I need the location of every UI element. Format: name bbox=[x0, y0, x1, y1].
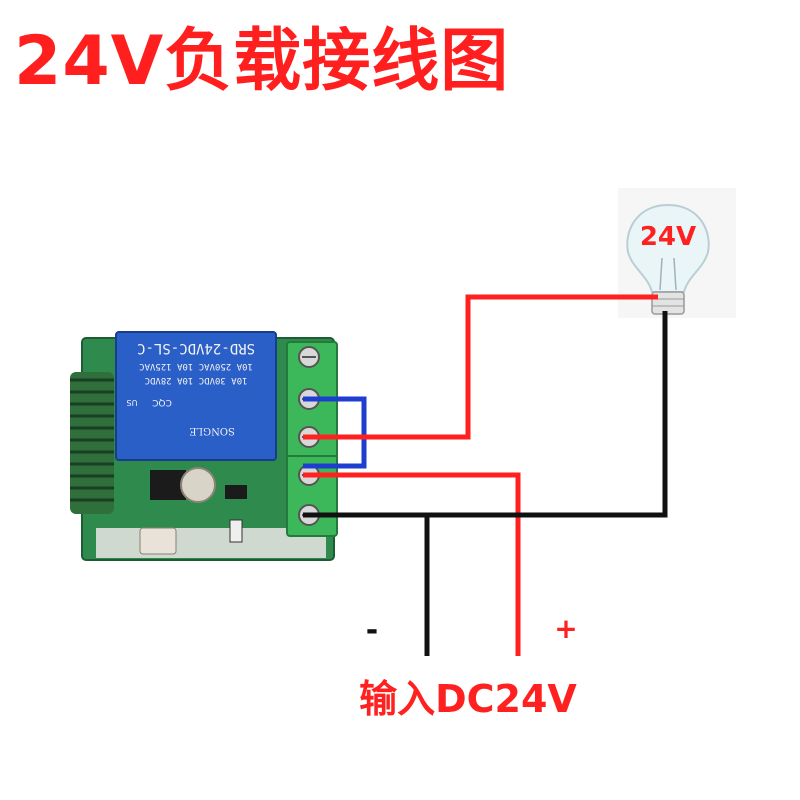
relay-us-text: US bbox=[127, 398, 138, 407]
input-caption: 输入DC24V bbox=[359, 677, 577, 721]
blue-jumper-wire bbox=[303, 396, 367, 469]
minus-label: - bbox=[366, 613, 378, 648]
page-title: 24V负载接线图 bbox=[14, 22, 510, 101]
relay-rating-line-1: 10A 250VAC 10A 125VAC bbox=[139, 361, 253, 371]
led bbox=[229, 519, 243, 543]
capacitor bbox=[180, 467, 216, 503]
relay-model-text: SRD-24VDC-SL-C bbox=[137, 340, 255, 356]
plus-label: + bbox=[554, 612, 577, 645]
relay-cert-text: CQC bbox=[152, 397, 172, 407]
light-bulb-icon: 24V bbox=[618, 188, 736, 318]
relay-rating-line-2: 10A 30VDC 10A 28VDC bbox=[145, 375, 248, 385]
smd-part bbox=[225, 485, 247, 499]
red-wire-to-bulb bbox=[303, 294, 658, 440]
relay-component: SRD-24VDC-SL-C 10A 250VAC 10A 125VAC 10A… bbox=[115, 331, 277, 461]
red-wire-positive bbox=[303, 472, 521, 656]
push-button bbox=[139, 527, 177, 555]
black-wire-to-bulb bbox=[303, 311, 668, 518]
terminal-screw bbox=[298, 346, 320, 368]
relay-module-icon: SRD-24VDC-SL-C 10A 250VAC 10A 125VAC 10A… bbox=[70, 331, 338, 561]
relay-brand-text: SONGLE bbox=[189, 425, 235, 436]
wires bbox=[303, 294, 668, 656]
antenna-coil-icon bbox=[70, 372, 114, 514]
bulb-voltage-label: 24V bbox=[640, 222, 696, 252]
